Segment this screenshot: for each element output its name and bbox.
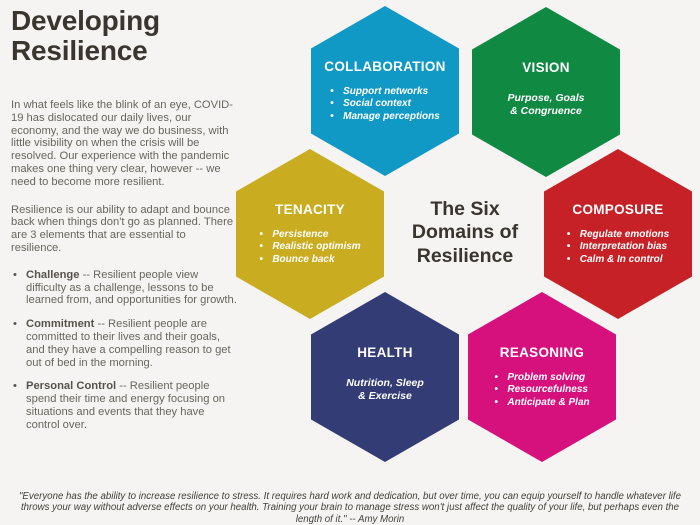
footer-quote: "Everyone has the ability to increase re… — [18, 491, 681, 525]
intro-paragraph-2: Resilience is our ability to adapt and b… — [11, 203, 234, 254]
hexagon-tenacity-list: Persistence Realistic optimism Bounce ba… — [259, 229, 360, 267]
element-term: Commitment — [26, 318, 95, 331]
list-item: Anticipate & Plan — [494, 397, 589, 410]
hexagon-content: REASONING Problem solving Resourcefulnes… — [468, 292, 616, 410]
hexagon-health: HEALTH Nutrition, Sleep & Exercise — [311, 292, 459, 462]
hexagon-vision-title: VISION — [522, 60, 570, 75]
element-text: -- Resilient people are committed to the… — [26, 318, 231, 369]
list-item: Calm & In control — [567, 254, 669, 267]
diagram-center-title: The Six Domains of Resilience — [411, 198, 519, 267]
hexagon-health-title: HEALTH — [357, 345, 413, 360]
list-item: Realistic optimism — [259, 241, 360, 254]
hexagon-vision: VISION Purpose, Goals & Congruence — [472, 7, 620, 177]
list-item-commitment: Commitment -- Resilient people are commi… — [11, 318, 239, 369]
list-item: Social context — [330, 98, 440, 111]
hexagon-content: VISION Purpose, Goals & Congruence — [472, 7, 620, 117]
element-term: Personal Control — [26, 380, 117, 393]
list-item: Support networks — [330, 86, 440, 99]
list-item: Regulate emotions — [567, 229, 669, 242]
resilience-elements-list: Challenge -- Resilient people view diffi… — [11, 269, 239, 432]
list-item: Bounce back — [259, 254, 360, 267]
hexagon-content: HEALTH Nutrition, Sleep & Exercise — [311, 292, 459, 402]
list-item: Manage perceptions — [330, 111, 440, 124]
hexagon-tenacity-title: TENACITY — [275, 202, 345, 217]
list-item-challenge: Challenge -- Resilient people view diffi… — [11, 269, 239, 307]
hexagon-composure-list: Regulate emotions Interpretation bias Ca… — [567, 229, 669, 267]
hexagon-composure-title: COMPOSURE — [572, 202, 664, 217]
element-term: Challenge — [26, 268, 80, 281]
list-item: Persistence — [259, 229, 360, 242]
hexagon-content: COLLABORATION Support networks Social co… — [311, 6, 459, 124]
hexagon-collaboration: COLLABORATION Support networks Social co… — [311, 6, 459, 176]
hexagon-composure: COMPOSURE Regulate emotions Interpretati… — [544, 149, 692, 319]
hexagon-content: COMPOSURE Regulate emotions Interpretati… — [544, 149, 692, 267]
hexagon-reasoning: REASONING Problem solving Resourcefulnes… — [468, 292, 616, 462]
hexagon-vision-text: Purpose, Goals & Congruence — [507, 92, 585, 117]
element-text: -- Resilient people spend their time and… — [26, 380, 226, 431]
page-title: Developing Resilience — [11, 5, 160, 66]
hexagon-content: TENACITY Persistence Realistic optimism … — [236, 149, 384, 267]
hexagon-collaboration-title: COLLABORATION — [324, 59, 446, 74]
hexagon-reasoning-list: Problem solving Resourcefulness Anticipa… — [494, 372, 589, 410]
list-item: Interpretation bias — [567, 241, 669, 254]
hexagon-collaboration-list: Support networks Social context Manage p… — [330, 86, 440, 124]
list-item-personal-control: Personal Control -- Resilient people spe… — [11, 380, 239, 431]
list-item: Resourcefulness — [494, 384, 589, 397]
hexagon-health-text: Nutrition, Sleep & Exercise — [346, 377, 424, 402]
hexagon-tenacity: TENACITY Persistence Realistic optimism … — [236, 149, 384, 319]
hexagon-reasoning-title: REASONING — [499, 345, 585, 360]
left-text-column: Developing Resilience In what feels like… — [11, 6, 239, 443]
list-item: Problem solving — [494, 372, 589, 385]
intro-paragraph-1: In what feels like the blink of an eye, … — [11, 99, 233, 188]
element-text: -- Resilient people view difficulty as a… — [26, 268, 237, 307]
